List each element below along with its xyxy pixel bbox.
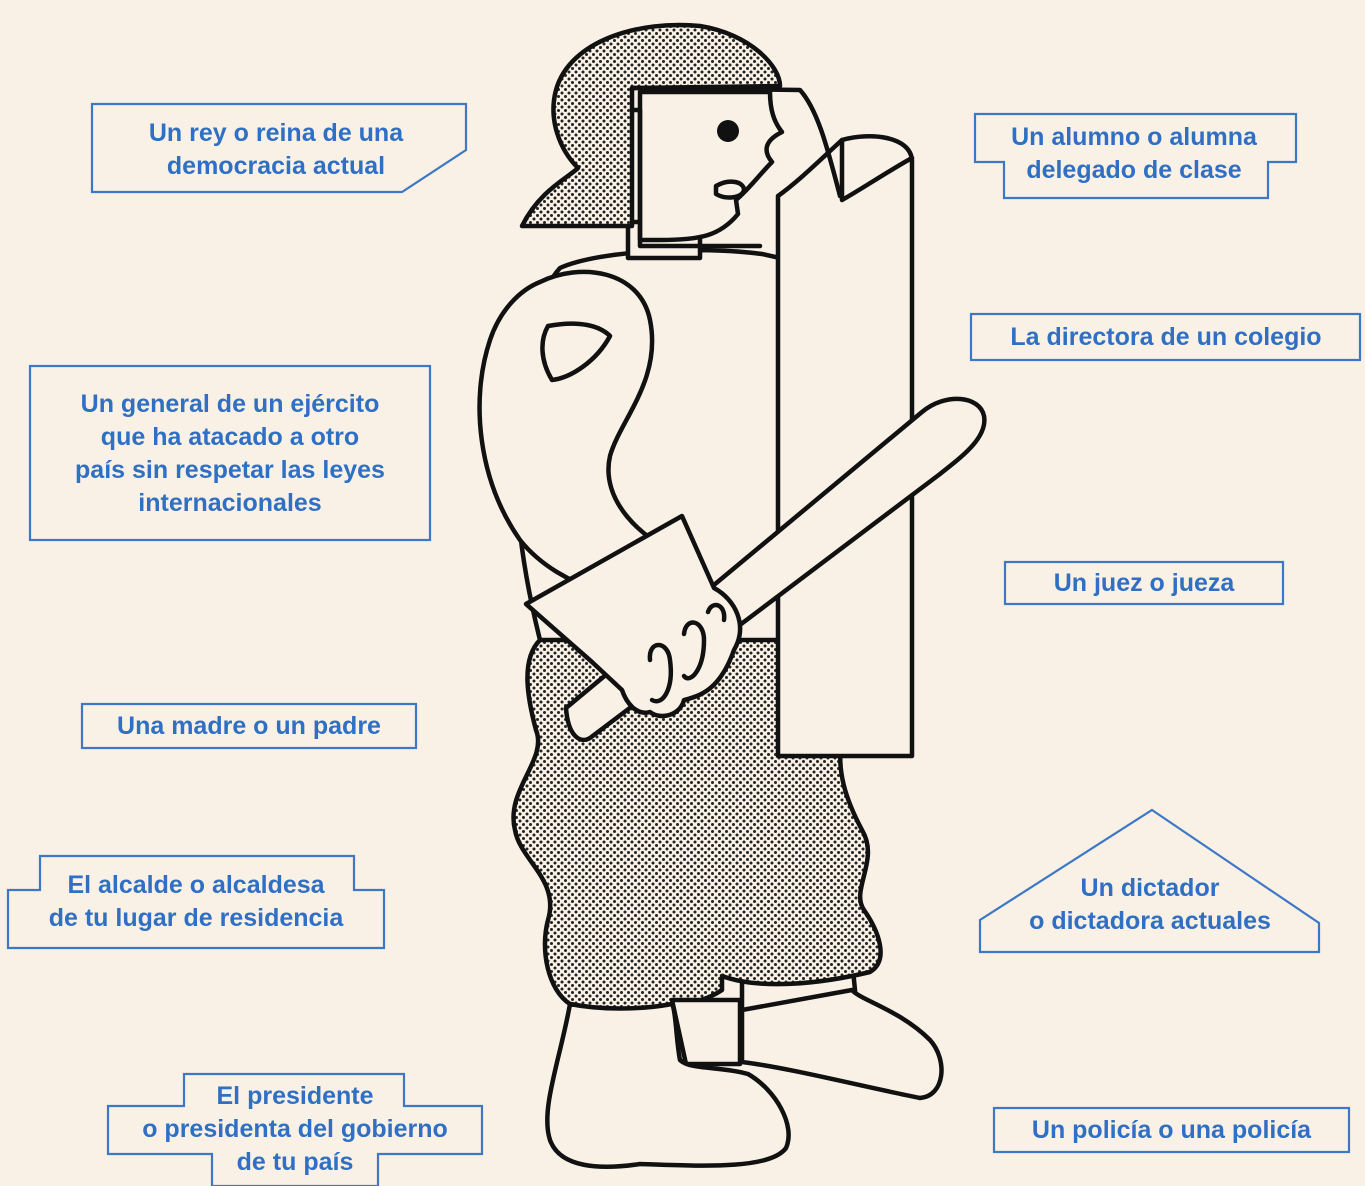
back-boot xyxy=(739,987,944,1101)
visor xyxy=(629,85,843,249)
label-presidente-line-2: o presidenta del gobierno xyxy=(142,1115,448,1143)
label-frames xyxy=(6,102,1362,1186)
label-rey-line-2: democracia actual xyxy=(166,152,386,180)
front-leg xyxy=(669,997,743,1067)
riot-police-illustration xyxy=(477,22,987,1170)
label-alcalde-line-2: de tu lugar de residencia xyxy=(48,904,344,932)
label-directora: La directora de un colegio xyxy=(974,321,1358,354)
eye xyxy=(717,120,739,142)
label-alcalde-line-1: El alcalde o alcaldesa xyxy=(67,871,325,899)
label-alumno-line-2: delegado de clase xyxy=(1026,156,1242,184)
label-presidente-line-3: de tu país xyxy=(236,1148,354,1176)
label-dictador-line-2: o dictadora actuales xyxy=(1029,907,1271,935)
label-alcalde: El alcalde o alcaldesa de tu lugar de re… xyxy=(14,869,378,935)
label-directora-line-1: La directora de un colegio xyxy=(1010,323,1322,351)
label-policia: Un policía o una policía xyxy=(996,1114,1347,1147)
label-alumno-line-1: Un alumno o alumna xyxy=(1011,123,1257,151)
glove xyxy=(523,513,743,719)
helmet xyxy=(519,22,783,229)
frame-dictador xyxy=(978,808,1321,954)
mouth xyxy=(713,179,747,200)
label-policia-line-1: Un policía o una policía xyxy=(1031,1116,1312,1144)
arm-patch xyxy=(540,321,613,383)
label-presidente-line-1: El presidente xyxy=(216,1082,374,1110)
front-boot xyxy=(545,1001,791,1170)
label-madre-line-1: Una madre o un padre xyxy=(117,712,381,740)
frame-policia xyxy=(992,1106,1351,1154)
finger-1 xyxy=(647,642,674,704)
label-juez-line-1: Un juez o jueza xyxy=(1053,569,1235,597)
shield-roll xyxy=(839,137,915,203)
label-rey-line-1: Un rey o reina de una xyxy=(148,119,404,147)
frame-alcalde xyxy=(6,854,386,950)
label-general-line-2: que ha atacado a otro xyxy=(100,423,360,451)
finger-3 xyxy=(705,602,727,623)
label-dictador: Un dictador o dictadora actuales xyxy=(990,872,1310,938)
label-general-line-3: país sin respetar las leyes xyxy=(75,456,385,484)
frame-alumno xyxy=(973,112,1298,200)
label-rey: Un rey o reina de una democracia actual xyxy=(100,117,452,183)
label-general-line-4: internacionales xyxy=(138,489,322,517)
label-presidente: El presidente o presidenta del gobierno … xyxy=(112,1080,478,1179)
finger-2 xyxy=(681,620,707,681)
label-general: Un general de un ejército que ha atacado… xyxy=(34,388,426,520)
frame-rey xyxy=(90,102,468,194)
label-general-line-1: Un general de un ejército xyxy=(80,390,380,418)
label-dictador-line-1: Un dictador xyxy=(1080,874,1220,902)
frame-madre xyxy=(80,702,418,750)
face xyxy=(637,89,785,243)
frame-juez xyxy=(1003,560,1285,606)
frame-presidente xyxy=(106,1072,484,1186)
label-madre: Una madre o un padre xyxy=(84,710,414,743)
label-alumno: Un alumno o alumna delegado de clase xyxy=(980,121,1288,187)
frame-directora xyxy=(969,312,1362,362)
label-juez: Un juez o jueza xyxy=(1007,567,1281,600)
frame-general xyxy=(28,364,432,542)
